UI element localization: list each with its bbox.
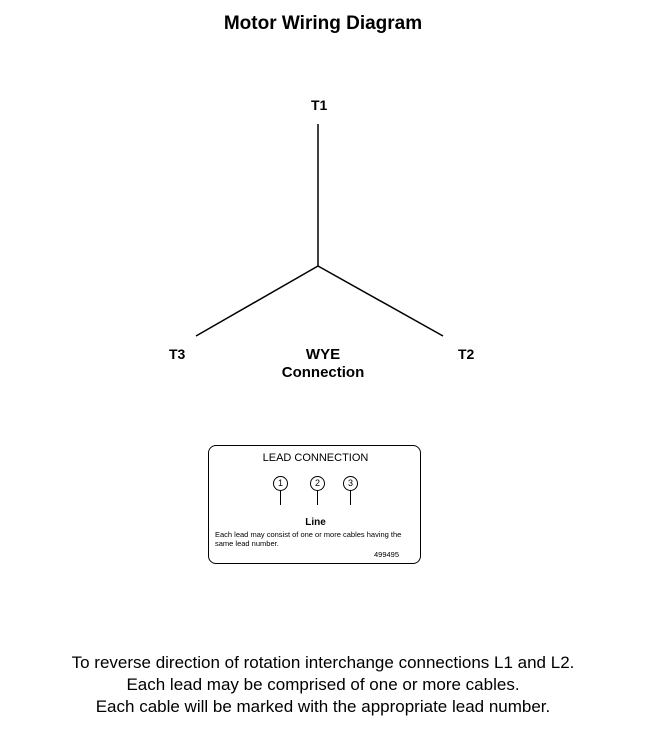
wye-arm-t3 — [195, 265, 319, 337]
lead-3-wire — [350, 491, 351, 505]
wye-arm-t2 — [317, 265, 444, 337]
terminal-t3-label: T3 — [169, 346, 186, 362]
terminal-t2-label: T2 — [458, 346, 475, 362]
lead-2-wire — [317, 491, 318, 505]
instruction-line-3: Each cable will be marked with the appro… — [95, 697, 551, 716]
instruction-line-1: To reverse direction of rotation interch… — [71, 653, 575, 672]
terminal-t1-label: T1 — [311, 97, 328, 113]
part-number: 499495 — [374, 550, 400, 559]
lead-connection-box: LEAD CONNECTION 1 2 3 Line Each lead may… — [208, 445, 421, 564]
line-label: Line — [305, 517, 326, 528]
connection-type-line1: WYE — [305, 346, 341, 363]
lead-3-marker: 3 — [343, 476, 358, 491]
diagram-title: Motor Wiring Diagram — [223, 13, 423, 34]
instruction-line-2: Each lead may be comprised of one or mor… — [126, 675, 520, 694]
instructions: To reverse direction of rotation interch… — [0, 652, 646, 718]
connection-type-label: WYE Connection — [0, 346, 646, 382]
lead-1-marker: 1 — [273, 476, 288, 491]
lead-connection-title: LEAD CONNECTION — [262, 452, 369, 464]
lead-2-marker: 2 — [310, 476, 325, 491]
lead-note: Each lead may consist of one or more cab… — [215, 530, 402, 548]
connection-type-line2: Connection — [281, 364, 365, 381]
lead-1-wire — [280, 491, 281, 505]
wye-diagram — [195, 124, 444, 337]
